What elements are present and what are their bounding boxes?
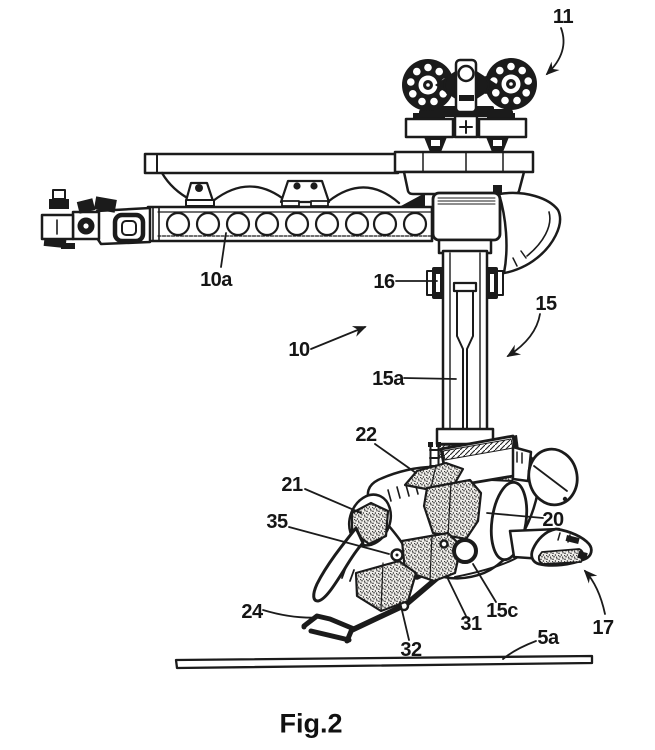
leader-lines: [220, 27, 606, 660]
ref-label-22: 22: [355, 424, 377, 446]
beam-end-clamp-drawing: [40, 189, 152, 249]
hand-device-drawing: [530, 527, 593, 567]
ref-label-24: 24: [241, 601, 263, 623]
ref-label-10a: 10a: [200, 269, 232, 291]
ref-label-15: 15: [535, 293, 557, 315]
ref-label-17: 17: [592, 617, 614, 639]
support-beam-drawing: [143, 152, 434, 243]
ref-label-5a: 5a: [537, 627, 559, 649]
trolley-wheel-right: [485, 58, 537, 110]
ref-label-15c: 15c: [486, 600, 518, 622]
trolley-drawing: [393, 58, 537, 202]
ref-label-11: 11: [552, 6, 574, 28]
ref-label-10: 10: [288, 339, 310, 361]
figure-caption: Fig.2: [279, 708, 343, 739]
ref-label-15a: 15a: [372, 368, 404, 390]
trolley-wheel-left: [402, 59, 454, 111]
ref-label-35: 35: [266, 511, 288, 533]
mannequin-drawing: [301, 434, 593, 644]
ref-label-31: 31: [460, 613, 482, 635]
mannequin-head-drawing: [527, 447, 579, 507]
ref-label-32: 32: [400, 639, 422, 661]
ref-label-21: 21: [281, 474, 303, 496]
carriage-housing-drawing: [431, 185, 562, 275]
ground-line-drawing: [174, 654, 594, 670]
ref-label-16: 16: [373, 271, 395, 293]
ref-label-20: 20: [542, 509, 564, 531]
lift-column-drawing: [426, 238, 504, 458]
